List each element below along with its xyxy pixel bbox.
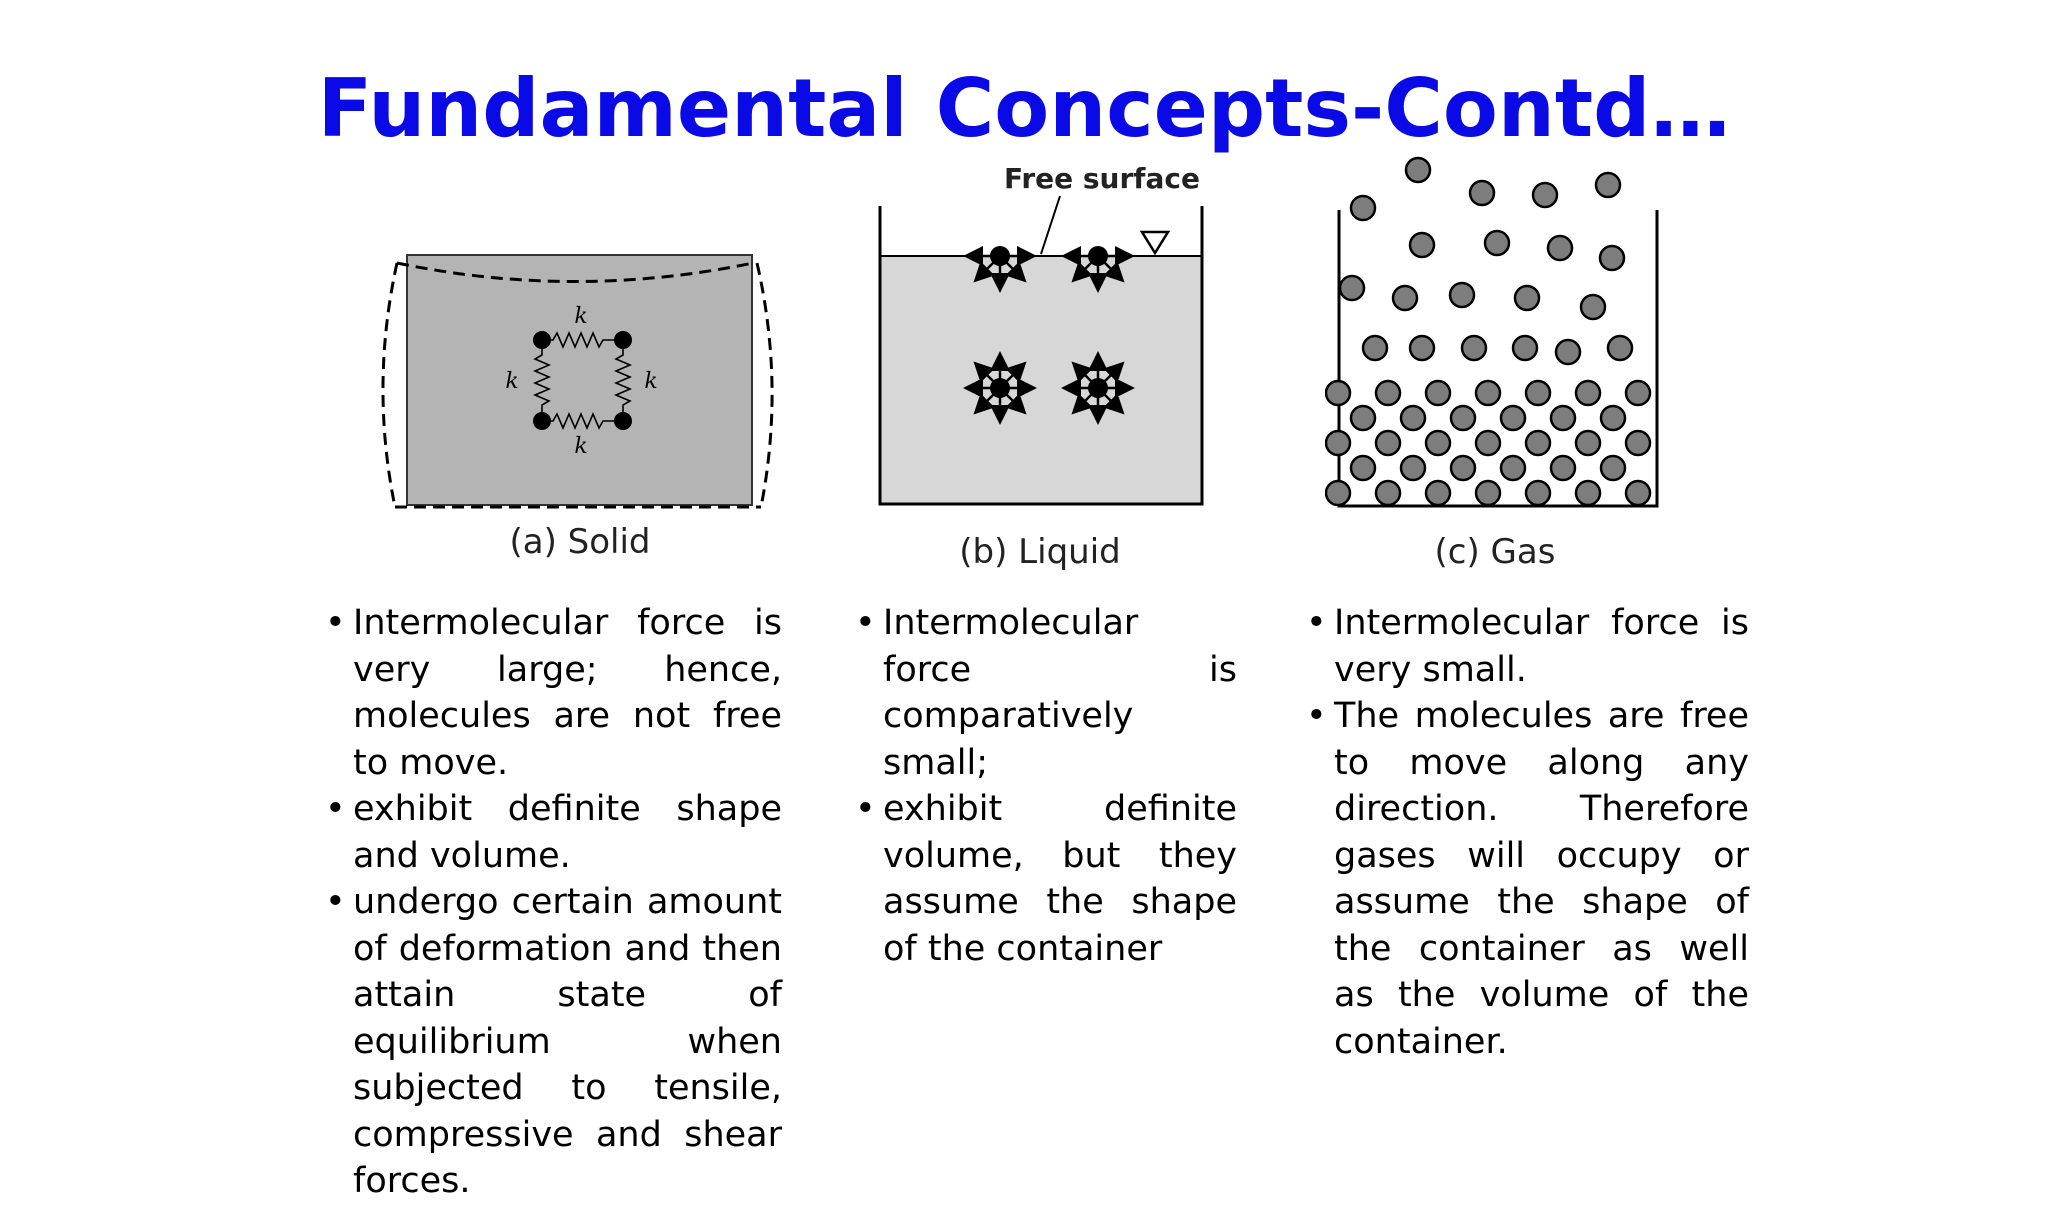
solid-caption: (a) Solid — [509, 522, 651, 562]
gas-molecule — [1524, 379, 1552, 407]
gas-molecule — [1468, 179, 1496, 207]
gas-molecule — [1474, 479, 1502, 507]
spring-label: k — [505, 369, 518, 394]
gas-molecule — [1374, 379, 1402, 407]
spring-label: k — [574, 434, 587, 459]
gas-molecule — [1574, 379, 1602, 407]
gas-molecule — [1325, 379, 1352, 407]
gas-molecule — [1338, 274, 1366, 302]
liquid-description: Intermolecular force is comparatively sm… — [855, 600, 1237, 972]
spring-label: k — [644, 369, 657, 394]
gas-molecule — [1408, 231, 1436, 259]
liquid-caption: (b) Liquid — [959, 532, 1121, 572]
gas-molecule — [1325, 429, 1352, 457]
solid-diagram: k k k k — [381, 254, 774, 509]
gas-molecule — [1594, 171, 1622, 199]
spring-label: k — [574, 304, 587, 329]
gas-description: Intermolecular force is very small. The … — [1306, 600, 1749, 1065]
gas-molecule — [1449, 404, 1477, 432]
gas-molecule — [1408, 334, 1436, 362]
gas-molecule — [1524, 429, 1552, 457]
gas-caption: (c) Gas — [1434, 532, 1556, 572]
solid-description: Intermolecular force is very large; henc… — [325, 600, 782, 1205]
gas-molecule — [1513, 284, 1541, 312]
gas-molecule — [1624, 379, 1652, 407]
gas-molecule — [1474, 429, 1502, 457]
gas-molecule — [1599, 454, 1627, 482]
gas-molecule — [1606, 334, 1634, 362]
gas-molecule — [1546, 234, 1574, 262]
list-item: Intermolecular force is comparatively sm… — [855, 600, 1237, 786]
gas-molecule — [1349, 454, 1377, 482]
gas-molecule — [1574, 429, 1602, 457]
gas-molecule — [1391, 284, 1419, 312]
gas-molecule — [1374, 429, 1402, 457]
gas-molecule — [1349, 194, 1377, 222]
gas-molecule — [1424, 379, 1452, 407]
gas-molecule — [1449, 454, 1477, 482]
gas-molecule — [1499, 404, 1527, 432]
gas-molecule — [1524, 479, 1552, 507]
list-item: Intermolecular force is very small. — [1306, 600, 1749, 693]
gas-molecule — [1374, 479, 1402, 507]
gas-molecule — [1549, 454, 1577, 482]
gas-molecule — [1424, 479, 1452, 507]
slide-title: Fundamental Concepts-Contd… — [317, 62, 1731, 155]
list-item: The molecules are free to move along any… — [1306, 693, 1749, 1065]
gas-diagram — [1325, 156, 1659, 508]
gas-molecule — [1511, 334, 1539, 362]
gas-molecule — [1325, 479, 1352, 507]
list-item: exhibit definite volume, but they assume… — [855, 786, 1237, 972]
gas-molecule — [1448, 281, 1476, 309]
gas-molecule — [1624, 479, 1652, 507]
list-item: Intermolecular force is very large; henc… — [325, 600, 782, 786]
gas-molecule — [1554, 338, 1582, 366]
gas-molecule — [1574, 479, 1602, 507]
free-surface-label: Free surface — [1004, 162, 1200, 195]
gas-molecule — [1549, 404, 1577, 432]
gas-molecule — [1624, 429, 1652, 457]
gas-molecule — [1598, 244, 1626, 272]
list-item: undergo certain amount of deformation an… — [325, 879, 782, 1205]
gas-molecule — [1424, 429, 1452, 457]
gas-molecule — [1531, 181, 1559, 209]
gas-molecule — [1399, 404, 1427, 432]
gas-molecule — [1483, 229, 1511, 257]
gas-molecule — [1599, 404, 1627, 432]
gas-molecule — [1460, 334, 1488, 362]
gas-molecule — [1399, 454, 1427, 482]
gas-molecule — [1349, 404, 1377, 432]
gas-molecule — [1499, 454, 1527, 482]
gas-molecule — [1474, 379, 1502, 407]
liquid-diagram: Free surface — [878, 162, 1204, 506]
list-item: exhibit definite shape and volume. — [325, 786, 782, 879]
gas-molecule — [1579, 293, 1607, 321]
gas-molecule — [1361, 334, 1389, 362]
gas-molecule — [1404, 156, 1432, 184]
